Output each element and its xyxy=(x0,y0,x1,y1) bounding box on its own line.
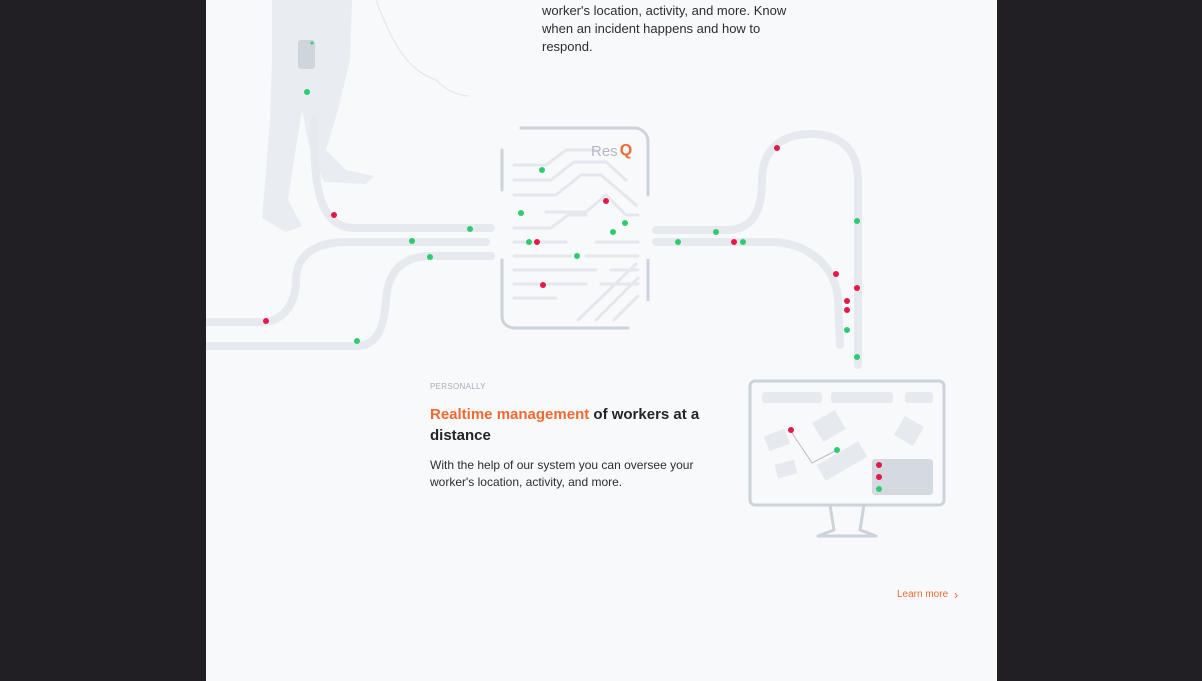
wearable-device xyxy=(298,40,315,69)
intro-text: worker's location, activity, and more. K… xyxy=(542,3,787,54)
worker-silhouette xyxy=(262,0,374,232)
monitor-illustration xyxy=(748,379,946,538)
section-eyebrow: PERSONALLY xyxy=(430,382,486,391)
chevron-right-icon: › xyxy=(954,587,959,602)
section-body: With the help of our system you can over… xyxy=(430,458,694,489)
learn-more-label: Learn more xyxy=(897,589,949,600)
page: Res Q worker's location, activity, and m… xyxy=(206,0,997,681)
resq-device xyxy=(500,126,650,330)
data-dots xyxy=(263,41,882,492)
section-headline: Realtime management of workers at a dist… xyxy=(430,404,730,446)
headline-rest: of workers at a distance xyxy=(430,406,700,444)
learn-more-link[interactable]: Learn more › xyxy=(897,587,959,602)
headline-accent: Realtime management xyxy=(430,406,590,423)
connection-paths xyxy=(206,116,862,369)
brand-mark: Q xyxy=(619,142,633,159)
network-illustration xyxy=(206,0,946,538)
circuit-traces xyxy=(512,148,640,322)
brand-name: Res xyxy=(591,142,618,160)
resq-logo: Res Q xyxy=(591,142,632,160)
